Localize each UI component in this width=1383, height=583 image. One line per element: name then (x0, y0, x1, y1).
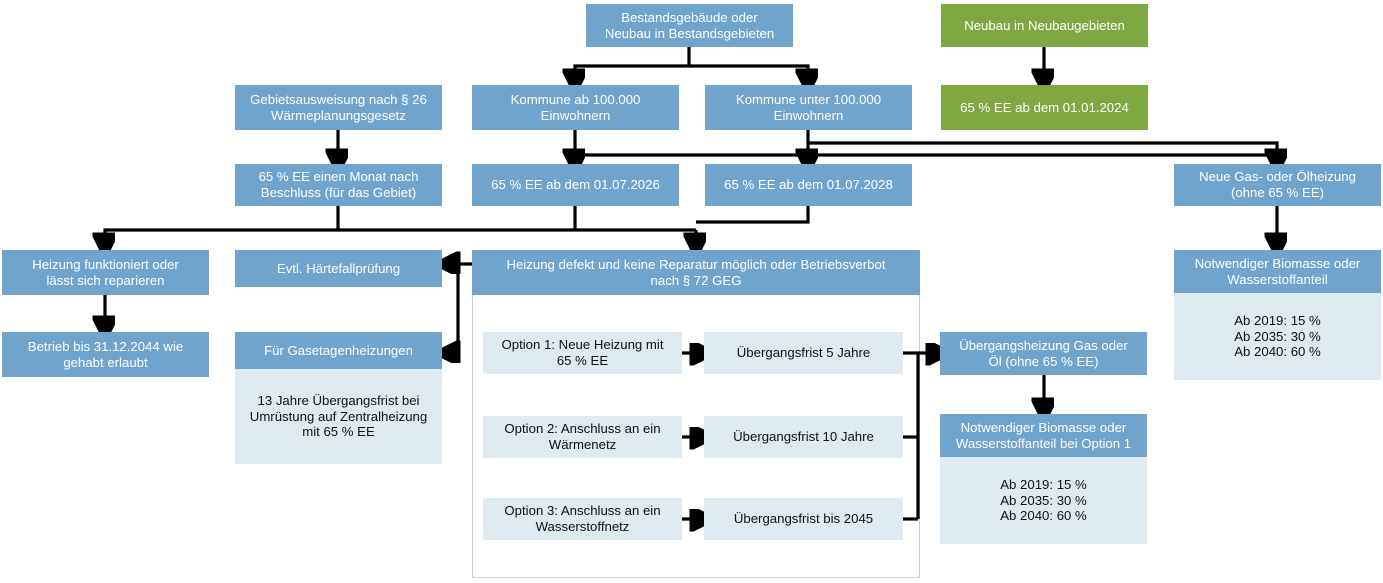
node-haertefallpruefung[interactable]: Evtl. Härtefallprüfung (235, 250, 442, 287)
node-frist-10-jahre[interactable]: Übergangsfrist 10 Jahre (704, 416, 903, 458)
node-gasetagenheizungen-body-text: 13 Jahre Übergangsfrist bei Umrüstung au… (249, 393, 428, 440)
node-gebietsausweisung[interactable]: Gebietsausweisung nach § 26 Wärmeplanung… (235, 85, 442, 130)
node-gasetagenheizungen-header-label: Für Gasetagenheizungen (264, 342, 413, 358)
node-kommune-ab-100000-label: Kommune ab 100.000 Einwohnern (510, 91, 641, 123)
node-haertefallpruefung-label: Evtl. Härtefallprüfung (276, 260, 401, 276)
node-gasetagenheizungen-header[interactable]: Für Gasetagenheizungen (235, 332, 442, 369)
node-betrieb-2044[interactable]: Betrieb bis 31.12.2044 wie gehabt erlaub… (2, 332, 209, 377)
node-heizung-defekt[interactable]: Heizung defekt und keine Reparatur mögli… (472, 250, 920, 295)
node-gasetagenheizungen-body: 13 Jahre Übergangsfrist bei Umrüstung au… (235, 369, 442, 464)
node-option-2-label: Option 2: Anschluss an ein Wärmenetz (504, 421, 661, 452)
node-option-3-label: Option 3: Anschluss an ein Wasserstoffne… (504, 503, 661, 534)
node-option-1[interactable]: Option 1: Neue Heizung mit 65 % EE (483, 332, 682, 374)
node-kommune-unter-100000[interactable]: Kommune unter 100.000 Einwohnern (705, 85, 912, 130)
node-ee-2028[interactable]: 65 % EE ab dem 01.07.2028 (705, 164, 912, 206)
node-neue-gas-oder-oelheizung-label: Neue Gas- oder Ölheizung (ohne 65 % EE) (1199, 169, 1356, 200)
node-uebergangsheizung[interactable]: Übergangsheizung Gas oder Öl (ohne 65 % … (940, 332, 1147, 375)
node-bestandsgebaeude[interactable]: Bestandsgebäude oder Neubau in Bestandsg… (586, 4, 793, 47)
node-ee-2024-label: 65 % EE ab dem 01.01.2024 (960, 99, 1129, 115)
node-uebergangsheizung-label: Übergangsheizung Gas oder Öl (ohne 65 % … (959, 337, 1128, 369)
node-neue-gas-oder-oelheizung[interactable]: Neue Gas- oder Ölheizung (ohne 65 % EE) (1174, 164, 1381, 206)
node-biomasse-body-text: Ab 2019: 15 % Ab 2035: 30 % Ab 2040: 60 … (1234, 313, 1321, 360)
node-kommune-unter-100000-label: Kommune unter 100.000 Einwohnern (735, 91, 882, 123)
node-neubau-neubaugebiete[interactable]: Neubau in Neubaugebieten (941, 4, 1148, 47)
node-biomasse-option1-header[interactable]: Notwendiger Biomasse oder Wasserstoffant… (940, 414, 1147, 457)
node-neubau-neubaugebiete-label: Neubau in Neubaugebieten (964, 17, 1125, 33)
node-ee-2026-label: 65 % EE ab dem 01.07.2026 (491, 177, 660, 193)
node-option-1-label: Option 1: Neue Heizung mit 65 % EE (501, 337, 664, 368)
node-biomasse-body: Ab 2019: 15 % Ab 2035: 30 % Ab 2040: 60 … (1174, 293, 1381, 380)
node-biomasse-option1-header-label: Notwendiger Biomasse oder Wasserstoffant… (955, 419, 1132, 451)
node-gebietsausweisung-label: Gebietsausweisung nach § 26 Wärmeplanung… (250, 91, 427, 123)
node-ee-2028-label: 65 % EE ab dem 01.07.2028 (724, 177, 893, 193)
node-frist-5-jahre-label: Übergangsfrist 5 Jahre (736, 345, 871, 361)
node-heizung-funktioniert[interactable]: Heizung funktioniert oder lässt sich rep… (2, 250, 209, 295)
node-frist-5-jahre[interactable]: Übergangsfrist 5 Jahre (704, 332, 903, 374)
node-ee-2026[interactable]: 65 % EE ab dem 01.07.2026 (472, 164, 679, 206)
node-biomasse-header-label: Notwendiger Biomasse oder Wasserstoffant… (1194, 255, 1361, 287)
node-frist-10-jahre-label: Übergangsfrist 10 Jahre (733, 429, 874, 445)
node-ee-monat-nach-beschluss[interactable]: 65 % EE einen Monat nach Beschluss (für … (235, 164, 442, 206)
node-frist-bis-2045[interactable]: Übergangsfrist bis 2045 (704, 498, 903, 540)
node-option-2[interactable]: Option 2: Anschluss an ein Wärmenetz (483, 416, 682, 458)
node-kommune-ab-100000[interactable]: Kommune ab 100.000 Einwohnern (472, 85, 679, 130)
node-frist-bis-2045-label: Übergangsfrist bis 2045 (733, 511, 874, 527)
node-ee-2024[interactable]: 65 % EE ab dem 01.01.2024 (941, 85, 1148, 130)
node-heizung-defekt-label: Heizung defekt und keine Reparatur mögli… (506, 256, 886, 288)
node-ee-monat-nach-beschluss-label: 65 % EE einen Monat nach Beschluss (für … (258, 169, 419, 200)
node-biomasse-option1-body-text: Ab 2019: 15 % Ab 2035: 30 % Ab 2040: 60 … (1000, 477, 1087, 524)
node-option-3[interactable]: Option 3: Anschluss an ein Wasserstoffne… (483, 498, 682, 540)
node-biomasse-option1-body: Ab 2019: 15 % Ab 2035: 30 % Ab 2040: 60 … (940, 457, 1147, 544)
node-betrieb-2044-label: Betrieb bis 31.12.2044 wie gehabt erlaub… (27, 338, 184, 370)
node-biomasse-header[interactable]: Notwendiger Biomasse oder Wasserstoffant… (1174, 250, 1381, 293)
node-bestandsgebaeude-label: Bestandsgebäude oder Neubau in Bestandsg… (604, 9, 775, 41)
node-heizung-funktioniert-label: Heizung funktioniert oder lässt sich rep… (32, 256, 179, 288)
